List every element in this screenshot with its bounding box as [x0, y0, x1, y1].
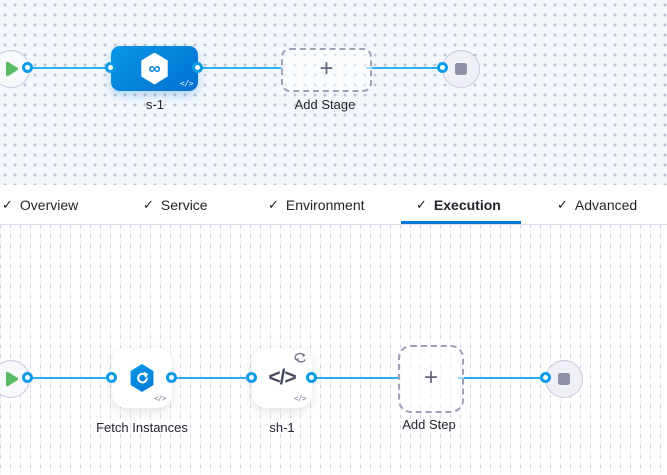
stage-node-s1[interactable]: ∞ </> [111, 46, 198, 91]
node-port[interactable] [540, 372, 551, 383]
step-label: sh-1 [269, 420, 295, 435]
check-icon: ✓ [143, 196, 154, 212]
stage-label: s-1 [145, 97, 165, 112]
plus-icon: + [423, 364, 438, 391]
step-node-fetch-instances[interactable]: </> [112, 348, 172, 408]
connector-line [24, 377, 114, 379]
node-port[interactable] [105, 62, 116, 73]
cd-stage-icon: ∞ [141, 52, 168, 85]
add-step-label: Add Step [402, 417, 456, 432]
step-node-sh1[interactable]: </> </> [252, 348, 312, 408]
node-port[interactable] [306, 372, 317, 383]
tab-execution[interactable]: ✓ Execution [416, 196, 501, 213]
node-port[interactable] [246, 372, 257, 383]
check-icon: ✓ [416, 196, 427, 212]
stop-icon [558, 373, 570, 385]
connector-line [196, 67, 283, 69]
step-label: Fetch Instances [96, 420, 188, 435]
tab-service[interactable]: ✓ Service [143, 196, 208, 213]
add-stage-button[interactable]: + [281, 48, 372, 92]
refresh-arrow-icon [137, 371, 149, 384]
stage-config-tabs: ✓ Overview ✓ Service ✓ Environment ✓ Exe… [0, 185, 667, 225]
add-step-button[interactable]: + [398, 345, 464, 413]
connector-line [310, 377, 400, 379]
code-badge-icon: </> [293, 394, 307, 403]
play-icon [6, 371, 18, 387]
fetch-instances-icon [130, 364, 154, 392]
execution-end-node[interactable] [545, 360, 583, 398]
active-tab-indicator [401, 221, 521, 224]
connector-line [24, 67, 112, 69]
add-stage-label: Add Stage [294, 97, 356, 112]
check-icon: ✓ [557, 196, 568, 212]
play-icon [6, 61, 18, 77]
code-badge-icon: </> [153, 394, 167, 403]
shell-script-icon: </> [268, 366, 296, 389]
connector-line [458, 377, 547, 379]
tab-advanced[interactable]: ✓ Advanced [557, 196, 638, 213]
code-badge-icon: </> [180, 79, 193, 88]
stop-icon [455, 63, 467, 75]
node-port[interactable] [192, 62, 203, 73]
execution-canvas: </> </> </> + Fetch Instances sh-1 Add S… [0, 225, 667, 475]
tab-overview[interactable]: ✓ Overview [2, 196, 79, 213]
node-port[interactable] [22, 62, 33, 73]
tab-environment[interactable]: ✓ Environment [268, 196, 365, 213]
node-port[interactable] [437, 62, 448, 73]
stage-canvas: ∞ </> + s-1 Add Stage [0, 0, 667, 185]
node-port[interactable] [106, 372, 117, 383]
node-port[interactable] [166, 372, 177, 383]
connector-line [170, 377, 254, 379]
node-port[interactable] [22, 372, 33, 383]
looping-strategy-icon [294, 352, 306, 363]
execution-start-node[interactable] [0, 360, 30, 398]
check-icon: ✓ [2, 196, 13, 212]
connector-line [366, 67, 444, 69]
check-icon: ✓ [268, 196, 279, 212]
plus-icon: + [319, 55, 334, 82]
